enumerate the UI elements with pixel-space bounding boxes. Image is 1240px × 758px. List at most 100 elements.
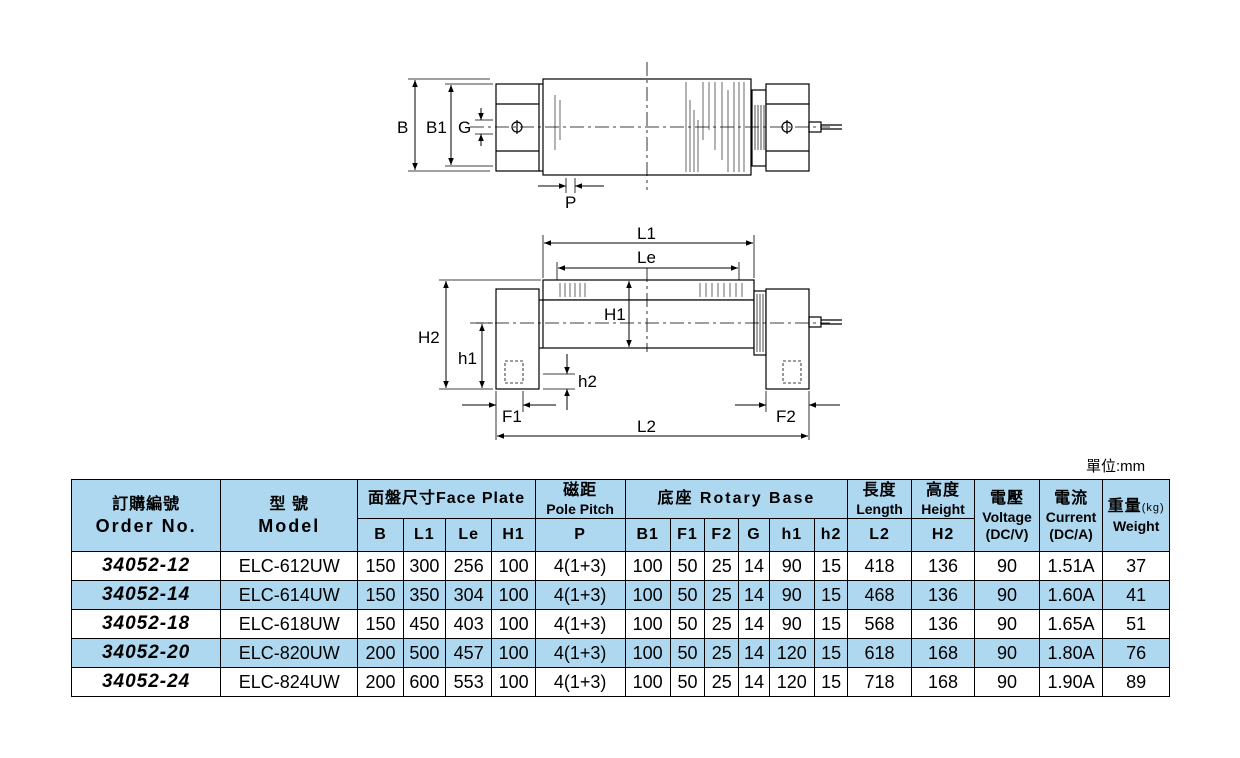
cell-h2: 15	[813, 609, 849, 639]
cell-L2: 468	[847, 580, 912, 610]
cell-weight: 89	[1102, 667, 1170, 697]
sub-H1: H1	[491, 518, 536, 552]
model-header: 型 號 Model	[220, 479, 359, 552]
order-no: 34052-24	[70, 667, 222, 697]
cell-h2: 15	[813, 580, 849, 610]
sub-G: G	[738, 518, 770, 552]
cell-P: 4(1+3)	[534, 580, 626, 610]
weight-header: 重量(kg) Weight	[1102, 479, 1170, 552]
table-row: 34052-18 ELC-618UW 150 450 403 100 4(1+3…	[70, 609, 1170, 639]
subheader-row: B L1 Le H1 P B1 F1 F2 G h1 h2 L2 H2	[72, 518, 1170, 552]
svg-text:F2: F2	[776, 407, 796, 426]
cell-current: 1.90A	[1038, 667, 1104, 697]
cell-B: 150	[357, 551, 404, 581]
sub-B: B	[357, 518, 404, 552]
current-header: 電流 Current (DC/A)	[1038, 479, 1104, 552]
cell-H1: 100	[491, 580, 536, 610]
order-header: 訂購編號 Order No.	[70, 479, 222, 552]
cell-voltage: 90	[974, 580, 1040, 610]
cell-voltage: 90	[974, 551, 1040, 581]
cell-h2: 15	[813, 667, 849, 697]
sub-H2: H2	[910, 518, 976, 552]
model: ELC-820UW	[220, 638, 359, 668]
table-row: 34052-24 ELC-824UW 200 600 553 100 4(1+3…	[70, 667, 1170, 697]
cell-H1: 100	[491, 609, 536, 639]
sub-L2: L2	[847, 518, 912, 552]
cell-h1: 120	[768, 638, 815, 668]
cell-F1: 50	[669, 638, 706, 668]
cell-L2: 618	[847, 638, 912, 668]
length-header: 長度 Length	[847, 479, 912, 519]
sub-P: P	[534, 518, 626, 552]
cell-G: 14	[738, 609, 770, 639]
pole-pitch-header: 磁距 Pole Pitch	[534, 479, 626, 519]
cell-B1: 100	[624, 609, 671, 639]
top-view-labels: B B1 G P	[397, 118, 576, 212]
cell-P: 4(1+3)	[534, 667, 626, 697]
cell-H2: 168	[910, 667, 976, 697]
technical-drawing: B B1 G P	[397, 62, 842, 440]
face-plate-header: 面盤尺寸Face Plate	[357, 479, 536, 519]
cell-L1: 450	[402, 609, 447, 639]
top-view	[408, 62, 842, 193]
cell-B1: 100	[624, 638, 671, 668]
cell-weight: 51	[1102, 609, 1170, 639]
cell-F1: 50	[669, 580, 706, 610]
cell-current: 1.80A	[1038, 638, 1104, 668]
cell-L1: 350	[402, 580, 447, 610]
cell-F2: 25	[704, 551, 740, 581]
cell-F2: 25	[704, 609, 740, 639]
cell-P: 4(1+3)	[534, 609, 626, 639]
cell-H1: 100	[491, 551, 536, 581]
cell-F2: 25	[704, 667, 740, 697]
svg-text:H2: H2	[418, 328, 440, 347]
cell-G: 14	[738, 638, 770, 668]
cell-H2: 168	[910, 638, 976, 668]
cell-B: 200	[357, 638, 404, 668]
cell-B1: 100	[624, 667, 671, 697]
cell-B: 150	[357, 580, 404, 610]
cell-H1: 100	[491, 638, 536, 668]
cell-current: 1.60A	[1038, 580, 1104, 610]
cell-L2: 568	[847, 609, 912, 639]
svg-text:B: B	[397, 118, 408, 137]
cell-L2: 718	[847, 667, 912, 697]
cell-H2: 136	[910, 551, 976, 581]
cell-L2: 418	[847, 551, 912, 581]
rotary-base-header: 底座 Rotary Base	[624, 479, 849, 519]
cell-h1: 90	[768, 551, 815, 581]
header-row: 訂購編號 Order No. 型 號 Model 面盤尺寸Face Plate …	[70, 479, 1170, 552]
sub-Le: Le	[445, 518, 493, 552]
cell-H1: 100	[491, 667, 536, 697]
sub-h1: h1	[768, 518, 815, 552]
sub-F1: F1	[669, 518, 706, 552]
cell-L1: 500	[402, 638, 447, 668]
cell-B1: 100	[624, 551, 671, 581]
side-view	[439, 235, 842, 440]
order-no: 34052-12	[70, 551, 222, 581]
cell-Le: 403	[445, 609, 493, 639]
cell-F1: 50	[669, 551, 706, 581]
cell-B: 150	[357, 609, 404, 639]
cell-weight: 76	[1102, 638, 1170, 668]
height-header: 高度 Height	[910, 479, 976, 519]
svg-text:P: P	[565, 193, 576, 212]
cell-L1: 300	[402, 551, 447, 581]
model: ELC-612UW	[220, 551, 359, 581]
order-no: 34052-18	[70, 609, 222, 639]
cell-Le: 553	[445, 667, 493, 697]
cell-F1: 50	[669, 609, 706, 639]
sub-h2: h2	[813, 518, 849, 552]
cell-B1: 100	[624, 580, 671, 610]
svg-text:F1: F1	[502, 407, 522, 426]
cell-current: 1.65A	[1038, 609, 1104, 639]
sub-F2: F2	[704, 518, 740, 552]
cell-Le: 256	[445, 551, 493, 581]
cell-P: 4(1+3)	[534, 551, 626, 581]
cell-Le: 304	[445, 580, 493, 610]
cell-F2: 25	[704, 638, 740, 668]
cell-h1: 120	[768, 667, 815, 697]
cell-voltage: 90	[974, 609, 1040, 639]
table-row: 34052-20 ELC-820UW 200 500 457 100 4(1+3…	[70, 638, 1170, 668]
cell-current: 1.51A	[1038, 551, 1104, 581]
